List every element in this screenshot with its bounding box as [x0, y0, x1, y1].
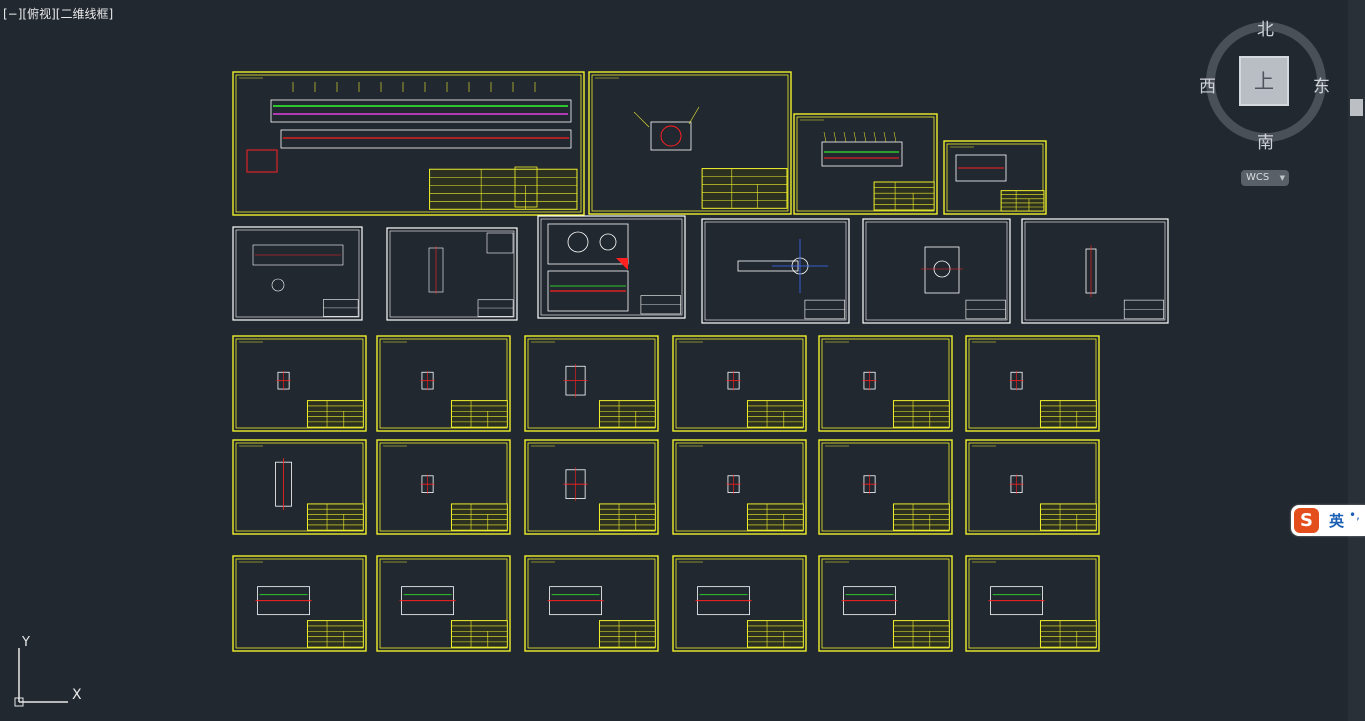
wcs-label: WCS — [1246, 172, 1270, 183]
sheet-r3-3[interactable] — [524, 335, 659, 432]
sheet-r4-2[interactable] — [376, 439, 511, 535]
ucs-y-label: Y — [21, 635, 30, 650]
sogou-logo-icon[interactable]: S — [1294, 508, 1319, 533]
scrollbar-thumb[interactable] — [1350, 99, 1363, 116]
sheet-4[interactable] — [943, 140, 1047, 215]
viewcube-north[interactable]: 北 — [1257, 20, 1274, 40]
sheet-r4-5[interactable] — [818, 439, 953, 535]
sheet-r4-1[interactable] — [232, 439, 367, 535]
sheet-8[interactable] — [701, 218, 850, 324]
sheet-r4-3[interactable] — [524, 439, 659, 535]
vertical-scrollbar[interactable] — [1348, 0, 1365, 721]
viewcube-compass-ring[interactable] — [1206, 22, 1326, 142]
sheet-r3-4[interactable] — [672, 335, 807, 432]
sheet-r5-5[interactable] — [818, 555, 953, 652]
sheet-r5-1[interactable] — [232, 555, 367, 652]
ime-punctuation-icon[interactable]: •, — [1349, 508, 1360, 522]
sheet-3[interactable] — [793, 113, 938, 215]
ucs-icon: Y X — [14, 635, 82, 707]
viewcube[interactable]: 北 南 西 东 上 WCS ▼ — [1199, 18, 1332, 188]
sheet-2[interactable] — [588, 71, 792, 215]
sheet-r4-6[interactable] — [965, 439, 1100, 535]
chevron-down-icon: ▼ — [1279, 174, 1285, 182]
sheet-r3-1[interactable] — [232, 335, 367, 432]
sheet-r5-2[interactable] — [376, 555, 511, 652]
viewcube-south[interactable]: 南 — [1257, 133, 1274, 153]
viewcube-east[interactable]: 东 — [1313, 77, 1330, 97]
sheet-r5-3[interactable] — [524, 555, 659, 652]
sheet-7[interactable] — [537, 215, 686, 319]
ucs-x-label: X — [72, 687, 82, 703]
sheet-r4-4[interactable] — [672, 439, 807, 535]
viewport-label[interactable]: [−][俯视][二维线框] — [3, 7, 114, 21]
sheet-r3-6[interactable] — [965, 335, 1100, 432]
sheet-r5-4[interactable] — [672, 555, 807, 652]
sheet-assembly-main[interactable] — [232, 71, 585, 216]
sheet-r3-5[interactable] — [818, 335, 953, 432]
viewcube-west[interactable]: 西 — [1199, 77, 1216, 97]
sheet-r5-6[interactable] — [965, 555, 1100, 652]
ime-toolbar[interactable]: S 英 •, — [1291, 505, 1365, 536]
wcs-menu-button[interactable]: WCS ▼ — [1241, 170, 1289, 186]
sheet-5[interactable] — [232, 226, 363, 321]
viewcube-top-face[interactable]: 上 — [1239, 56, 1289, 106]
sheet-10[interactable] — [1021, 218, 1169, 324]
sheet-6[interactable] — [386, 227, 518, 321]
sheet-9[interactable] — [862, 218, 1011, 324]
ime-mode-toggle[interactable]: 英 — [1329, 512, 1345, 530]
sheet-r3-2[interactable] — [376, 335, 511, 432]
